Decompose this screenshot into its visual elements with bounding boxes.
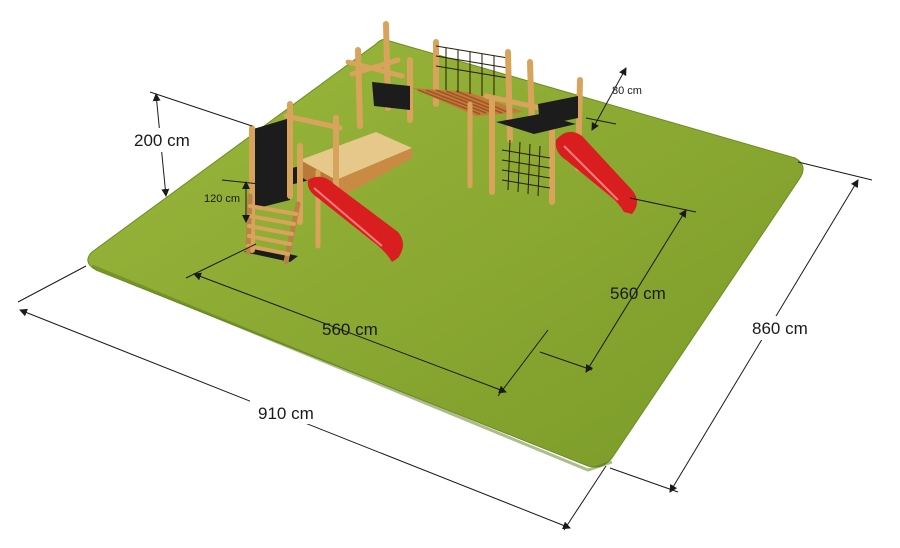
sandpit-sand <box>300 132 412 180</box>
dimension-lines <box>17 67 873 531</box>
total-depth-label: 860 cm <box>752 319 808 338</box>
play-equipment <box>244 21 637 265</box>
right-tower-panel <box>538 96 578 126</box>
sandpit-front-wall <box>336 148 412 200</box>
climbing-net <box>501 139 551 197</box>
height-label: 200 cm <box>134 131 190 150</box>
bridge-height-label: 80 cm <box>612 85 642 97</box>
grass-base <box>87 39 804 468</box>
bridge-left-panel <box>372 82 410 110</box>
right-slide <box>555 131 637 214</box>
left-tower-back-panel <box>250 118 290 210</box>
left-slide <box>307 176 403 262</box>
equipment-width-label: 560 cm <box>322 320 378 339</box>
equipment-depth-label: 560 cm <box>610 284 666 303</box>
total-width-label: 910 cm <box>258 404 314 423</box>
platform-height-label: 120 cm <box>204 193 240 205</box>
dimension-labels: 200 cm 120 cm 80 cm 560 cm 560 cm 910 cm… <box>126 85 822 424</box>
